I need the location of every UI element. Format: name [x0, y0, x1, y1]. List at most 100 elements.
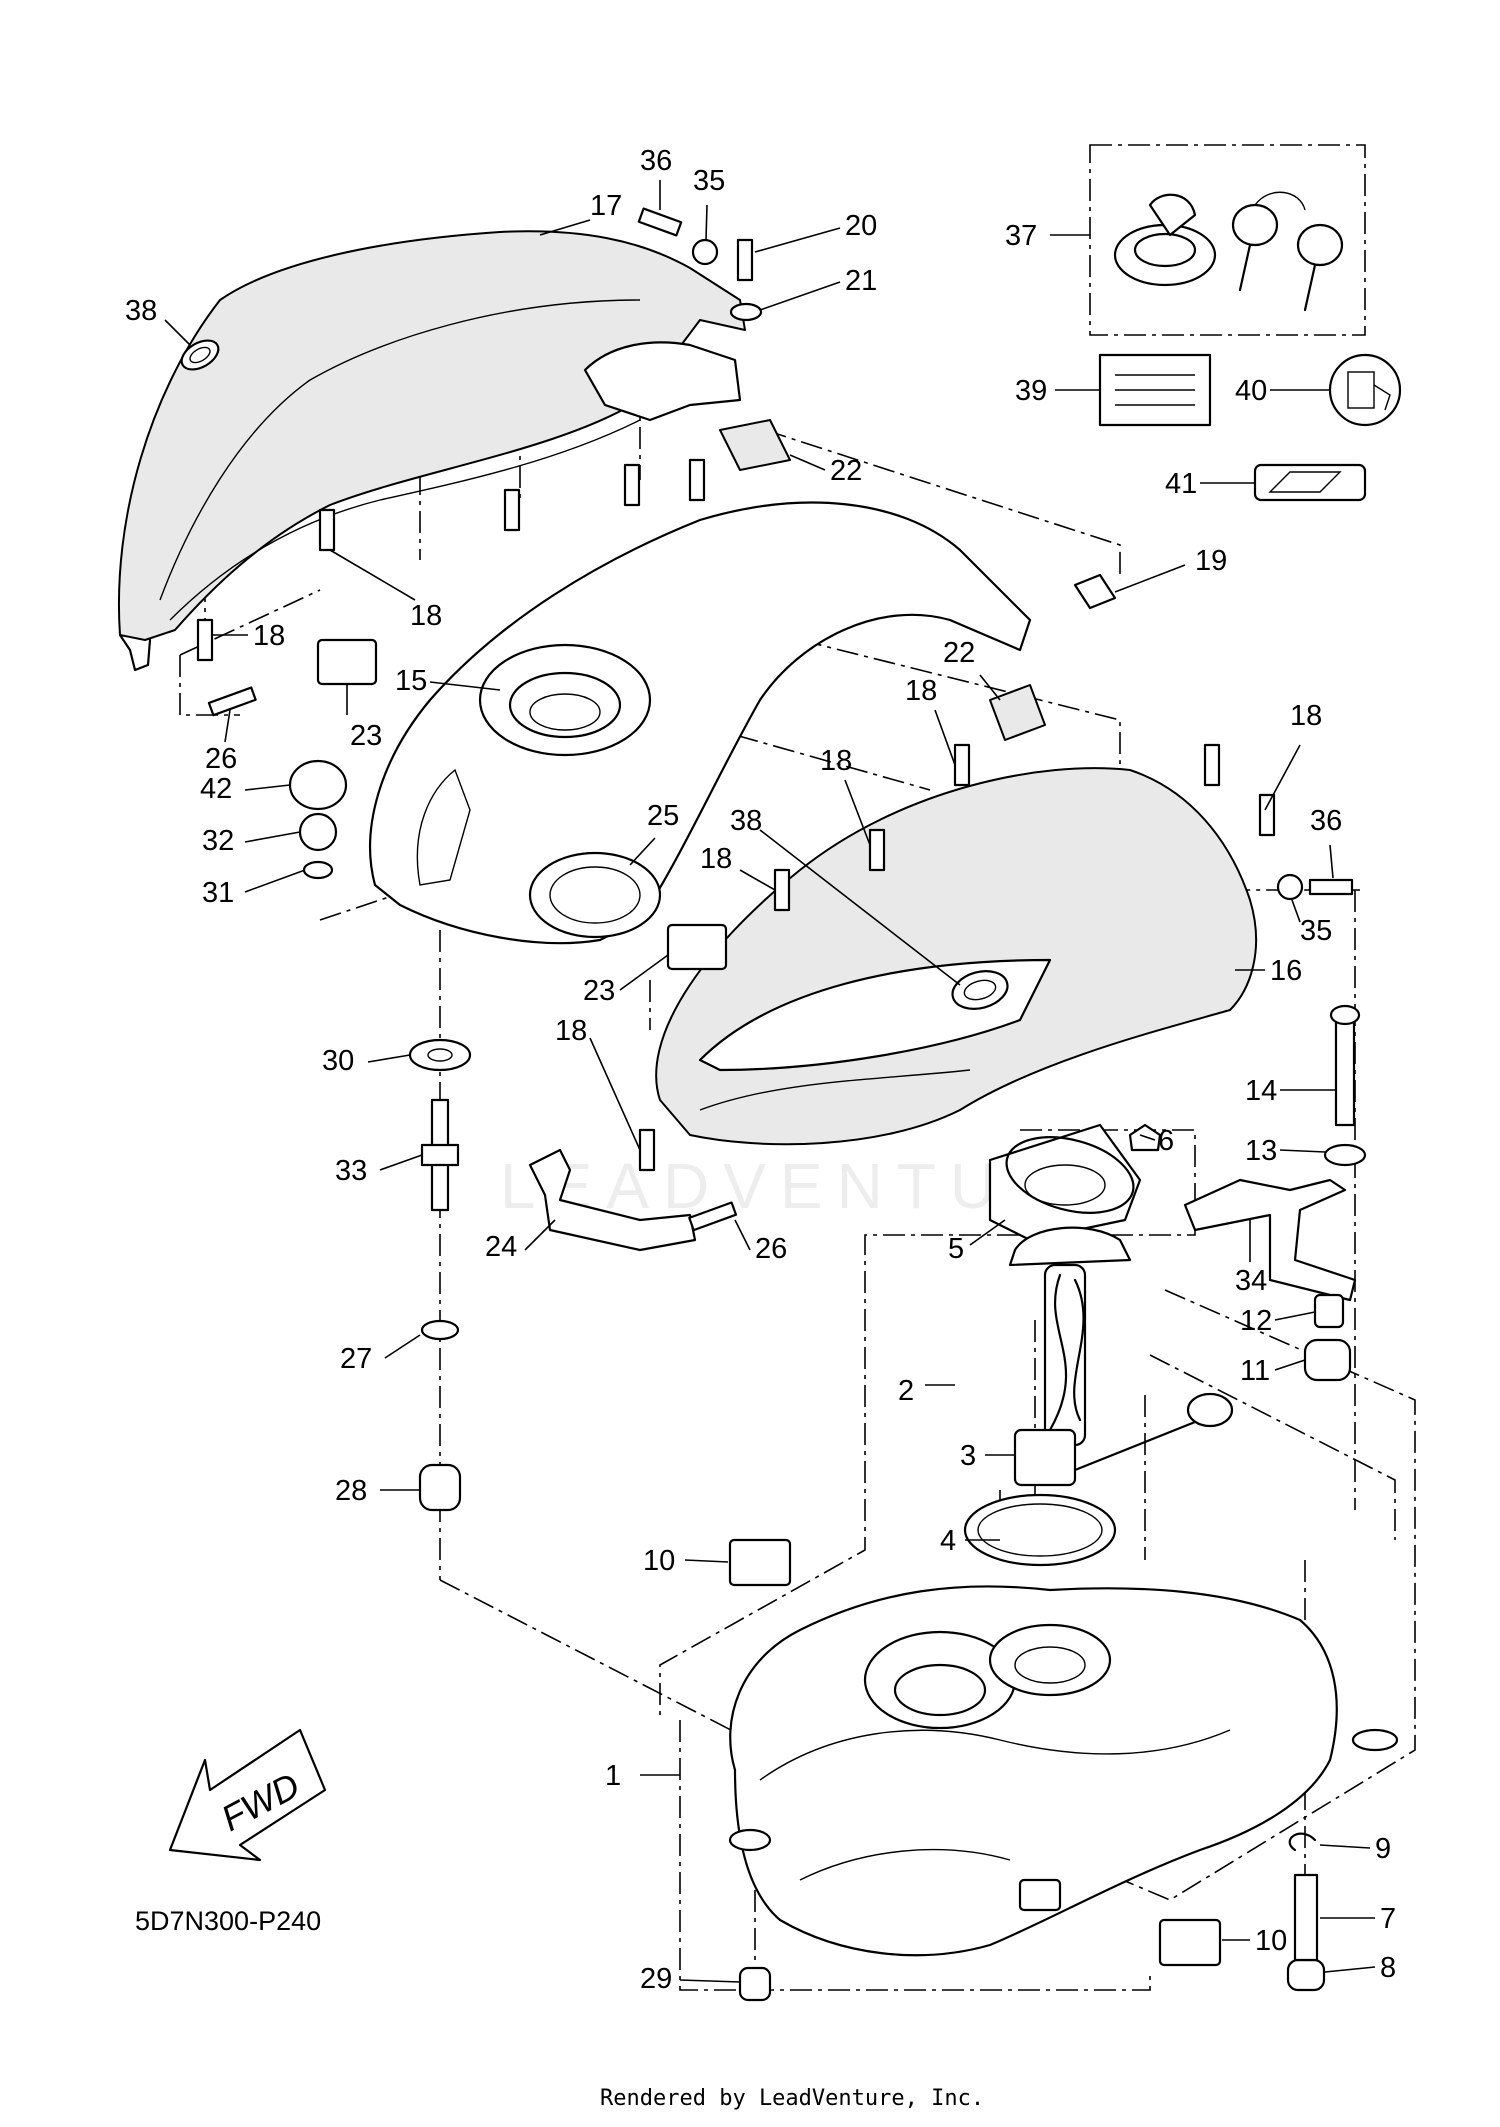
callout-leader-27 — [384, 1334, 421, 1359]
forward-arrow: FWD — [168, 1728, 327, 1862]
callout-leader-29 — [679, 1979, 741, 1983]
callout-label-18: 18 — [905, 675, 937, 707]
callout-leader-18 — [934, 709, 956, 766]
callout-leader-17 — [539, 219, 591, 236]
callout-leader-26 — [734, 1219, 751, 1251]
callout-label-6: 6 — [1158, 1125, 1174, 1157]
callout-label-23: 23 — [583, 975, 615, 1007]
callout-label-18: 18 — [410, 600, 442, 632]
callout-label-11: 11 — [1240, 1355, 1270, 1387]
callout-leader-42 — [244, 784, 291, 791]
callout-label-16: 16 — [1270, 955, 1302, 987]
callout-label-36: 36 — [1310, 805, 1342, 837]
callout-leader-11 — [1274, 1359, 1306, 1371]
callout-leader-20 — [754, 227, 841, 253]
callout-label-32: 32 — [202, 825, 234, 857]
callout-leader-5 — [969, 1219, 1006, 1246]
callout-leader-18 — [589, 1037, 641, 1151]
callout-leader-31 — [244, 869, 306, 893]
callout-label-18: 18 — [700, 843, 732, 875]
callout-leader-18 — [844, 779, 871, 846]
callout-label-15: 15 — [395, 665, 427, 697]
callout-leader-35 — [705, 204, 708, 241]
callout-label-37: 37 — [1005, 220, 1037, 252]
callout-leader-8 — [1324, 1966, 1376, 1973]
callout-leader-19 — [1114, 564, 1186, 593]
callout-leader-30 — [367, 1054, 411, 1063]
callout-label-27: 27 — [340, 1343, 372, 1375]
callout-label-36: 36 — [640, 145, 672, 177]
callout-label-26: 26 — [755, 1233, 787, 1265]
callout-label-7: 7 — [1380, 1903, 1396, 1935]
callout-label-38: 38 — [125, 295, 157, 327]
fuel-pump-assembly — [963, 1123, 1234, 1567]
tank-cover-side-16 — [655, 767, 1258, 1146]
callout-label-12: 12 — [1240, 1305, 1272, 1337]
callout-leader-25 — [629, 837, 656, 866]
callout-label-9: 9 — [1375, 1833, 1391, 1865]
callout-leader-6 — [1139, 1134, 1156, 1141]
callout-label-10: 10 — [643, 1545, 675, 1577]
callout-leader-18 — [1264, 744, 1301, 811]
callout-leader-12 — [1274, 1311, 1316, 1321]
bracket-34 — [1183, 1178, 1357, 1302]
callout-leader-33 — [379, 1154, 423, 1171]
callout-label-17: 17 — [590, 190, 622, 222]
callout-leader-35 — [1291, 899, 1301, 923]
callout-leader-9 — [1319, 1844, 1371, 1849]
callout-label-21: 21 — [845, 265, 877, 297]
callout-leader-10 — [684, 1559, 729, 1563]
callout-label-3: 3 — [960, 1440, 976, 1472]
callout-label-33: 33 — [335, 1155, 367, 1187]
diagram-code: 5D7N300-P240 — [135, 1906, 321, 1936]
callout-leader-26 — [224, 709, 231, 743]
callout-leader-32 — [244, 831, 301, 843]
render-credit: Rendered by LeadVenture, Inc. — [600, 2086, 984, 2111]
callout-leader-23 — [619, 954, 669, 991]
callout-label-38: 38 — [730, 805, 762, 837]
bracket-24 — [528, 1148, 697, 1252]
callout-labels: 1234567891010111213141516171818181818181… — [125, 145, 1396, 1995]
callout-label-35: 35 — [1300, 915, 1332, 947]
callout-label-42: 42 — [200, 773, 232, 805]
callout-label-30: 30 — [322, 1045, 354, 1077]
callout-label-40: 40 — [1235, 375, 1267, 407]
callout-leader-15 — [429, 681, 501, 691]
callout-label-24: 24 — [485, 1231, 517, 1263]
callout-leader-18 — [739, 869, 776, 891]
callout-label-18: 18 — [253, 620, 285, 652]
callout-label-14: 14 — [1245, 1075, 1277, 1107]
callout-leader-24 — [524, 1219, 556, 1251]
callout-label-19: 19 — [1195, 545, 1227, 577]
callout-label-34: 34 — [1235, 1265, 1267, 1297]
callout-label-5: 5 — [948, 1233, 964, 1265]
callout-leader-21 — [759, 281, 841, 311]
callout-label-13: 13 — [1245, 1135, 1277, 1167]
tank-cover-center-15 — [369, 501, 1032, 945]
callout-label-31: 31 — [202, 877, 234, 909]
callout-label-26: 26 — [205, 743, 237, 775]
callout-leader-18 — [329, 549, 416, 601]
callout-label-4: 4 — [940, 1525, 956, 1557]
callout-label-22: 22 — [830, 455, 862, 487]
callout-label-41: 41 — [1165, 468, 1197, 500]
hardware — [196, 144, 1402, 2002]
callout-label-22: 22 — [943, 637, 975, 669]
callout-leader-13 — [1279, 1149, 1326, 1153]
callout-label-39: 39 — [1015, 375, 1047, 407]
callout-leader-22 — [979, 674, 1001, 701]
callout-label-29: 29 — [640, 1963, 672, 1995]
fuel-tank-1 — [728, 1585, 1399, 1957]
callout-label-20: 20 — [845, 210, 877, 242]
callout-label-1: 1 — [605, 1760, 621, 1792]
callout-label-18: 18 — [820, 745, 852, 777]
callout-label-8: 8 — [1380, 1952, 1396, 1984]
callout-leader-38 — [759, 829, 961, 986]
callout-leader-22 — [789, 454, 826, 471]
tank-cover-upper-17 — [117, 230, 746, 672]
callout-label-18: 18 — [1290, 700, 1322, 732]
callout-label-23: 23 — [350, 720, 382, 752]
callout-label-25: 25 — [647, 800, 679, 832]
callout-leader-36 — [1329, 844, 1334, 879]
